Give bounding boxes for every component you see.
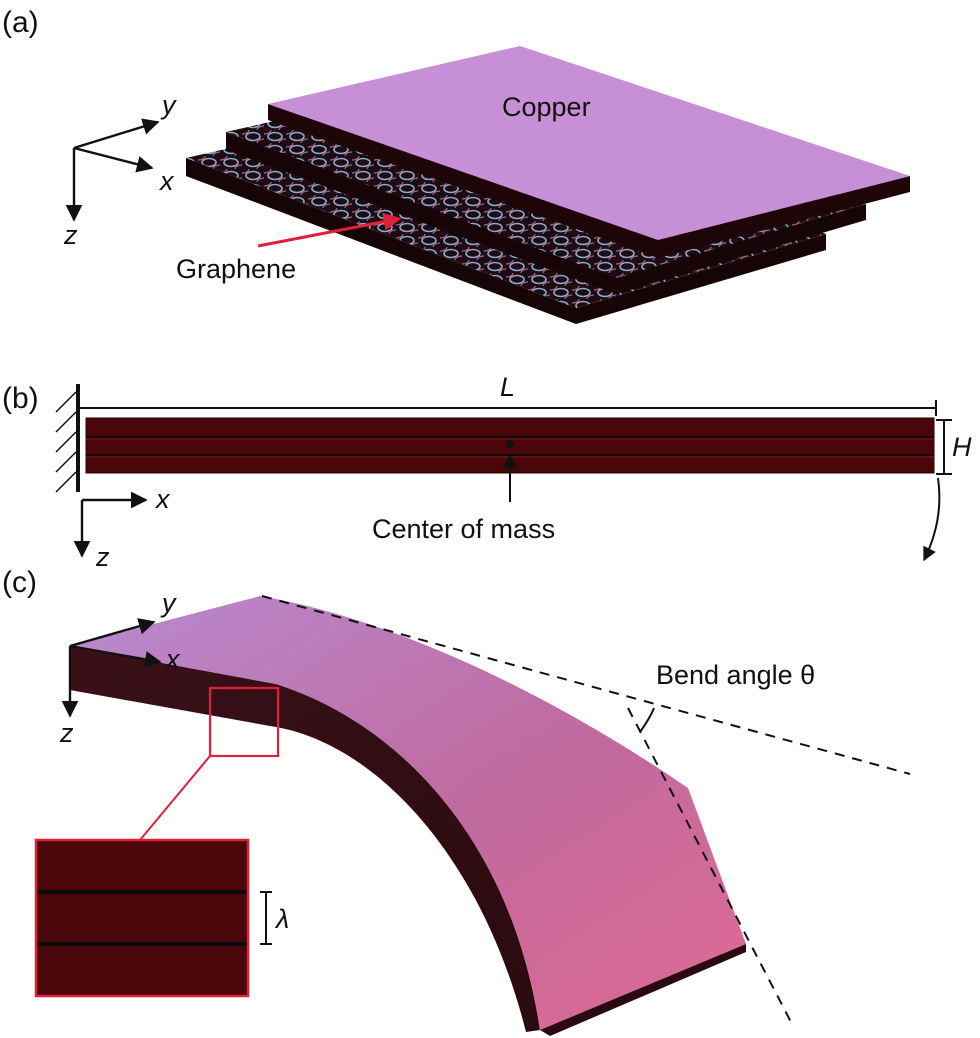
- tangent-line-final: [627, 707, 793, 1025]
- height-symbol: H: [952, 432, 972, 462]
- support-hatch: [55, 471, 77, 493]
- bent-beam-side: [70, 646, 540, 1032]
- panel-b-label: (b): [2, 382, 39, 415]
- copper-label: Copper: [502, 92, 591, 122]
- copper-layer-top: [268, 46, 910, 240]
- tangent-line-initial: [261, 595, 911, 775]
- panel-a-axes: y x z: [63, 90, 177, 250]
- zoom-connector-line: [139, 755, 211, 841]
- panel-a-z-label: z: [63, 220, 78, 250]
- graphene-layer-middle-side: [226, 132, 866, 294]
- support-hatch: [55, 431, 77, 453]
- graphene-pointer-arrow: [257, 212, 402, 248]
- panel-c-x-axis-arrow: [69, 644, 162, 668]
- bent-beam-top: [70, 596, 746, 1030]
- support-hatch: [55, 451, 77, 473]
- panel-c-y-label: y: [160, 588, 177, 618]
- graphene-label: Graphene: [176, 254, 296, 284]
- graphene-layer-bottom-side: [186, 158, 826, 324]
- support-hatch: [55, 411, 77, 433]
- panel-a-y-label: y: [160, 90, 177, 120]
- layered-stack-3d: [186, 46, 910, 324]
- copper-layer-side: [268, 104, 910, 258]
- panel-b-z-label: z: [95, 542, 110, 572]
- bend-angle-label: Bend angle θ: [656, 660, 815, 690]
- inset-fill: [36, 840, 248, 996]
- panel-b-x-label: x: [154, 484, 171, 514]
- panel-c-y-axis-arrow: [69, 618, 156, 648]
- center-of-mass-dot: [506, 440, 514, 448]
- panel-c-z-label: z: [59, 718, 74, 748]
- zoom-region-box: [208, 686, 280, 758]
- panel-a-y-axis-arrow: [73, 118, 160, 150]
- fixed-support: [55, 384, 80, 493]
- bent-beam-3d: [70, 596, 746, 1036]
- panel-c-x-label: x: [164, 644, 181, 674]
- zoom-inset: [34, 838, 250, 998]
- panel-c-label: (c): [2, 566, 37, 599]
- lambda-symbol: λ: [274, 904, 289, 934]
- bending-direction-arrow: [923, 477, 941, 562]
- bend-angle-arc: [639, 707, 655, 733]
- length-symbol: L: [500, 372, 515, 402]
- panel-c: (c) Bend angle θ y x z: [2, 566, 911, 1036]
- center-of-mass-label: Center of mass: [372, 514, 555, 544]
- panel-a-x-label: x: [158, 166, 175, 196]
- panel-a-label: (a): [2, 6, 39, 39]
- inset-frame: [34, 838, 250, 998]
- support-hatch: [55, 391, 77, 413]
- panel-a-x-axis-arrow: [73, 146, 154, 173]
- panel-b-axes: x z: [73, 484, 171, 572]
- bent-beam-end-edge: [540, 944, 746, 1036]
- panel-a: (a) y x z Copper Graphene: [2, 6, 910, 324]
- panel-b: (b) L H Center of mass: [2, 372, 972, 572]
- panel-c-axes: y x z: [59, 588, 181, 748]
